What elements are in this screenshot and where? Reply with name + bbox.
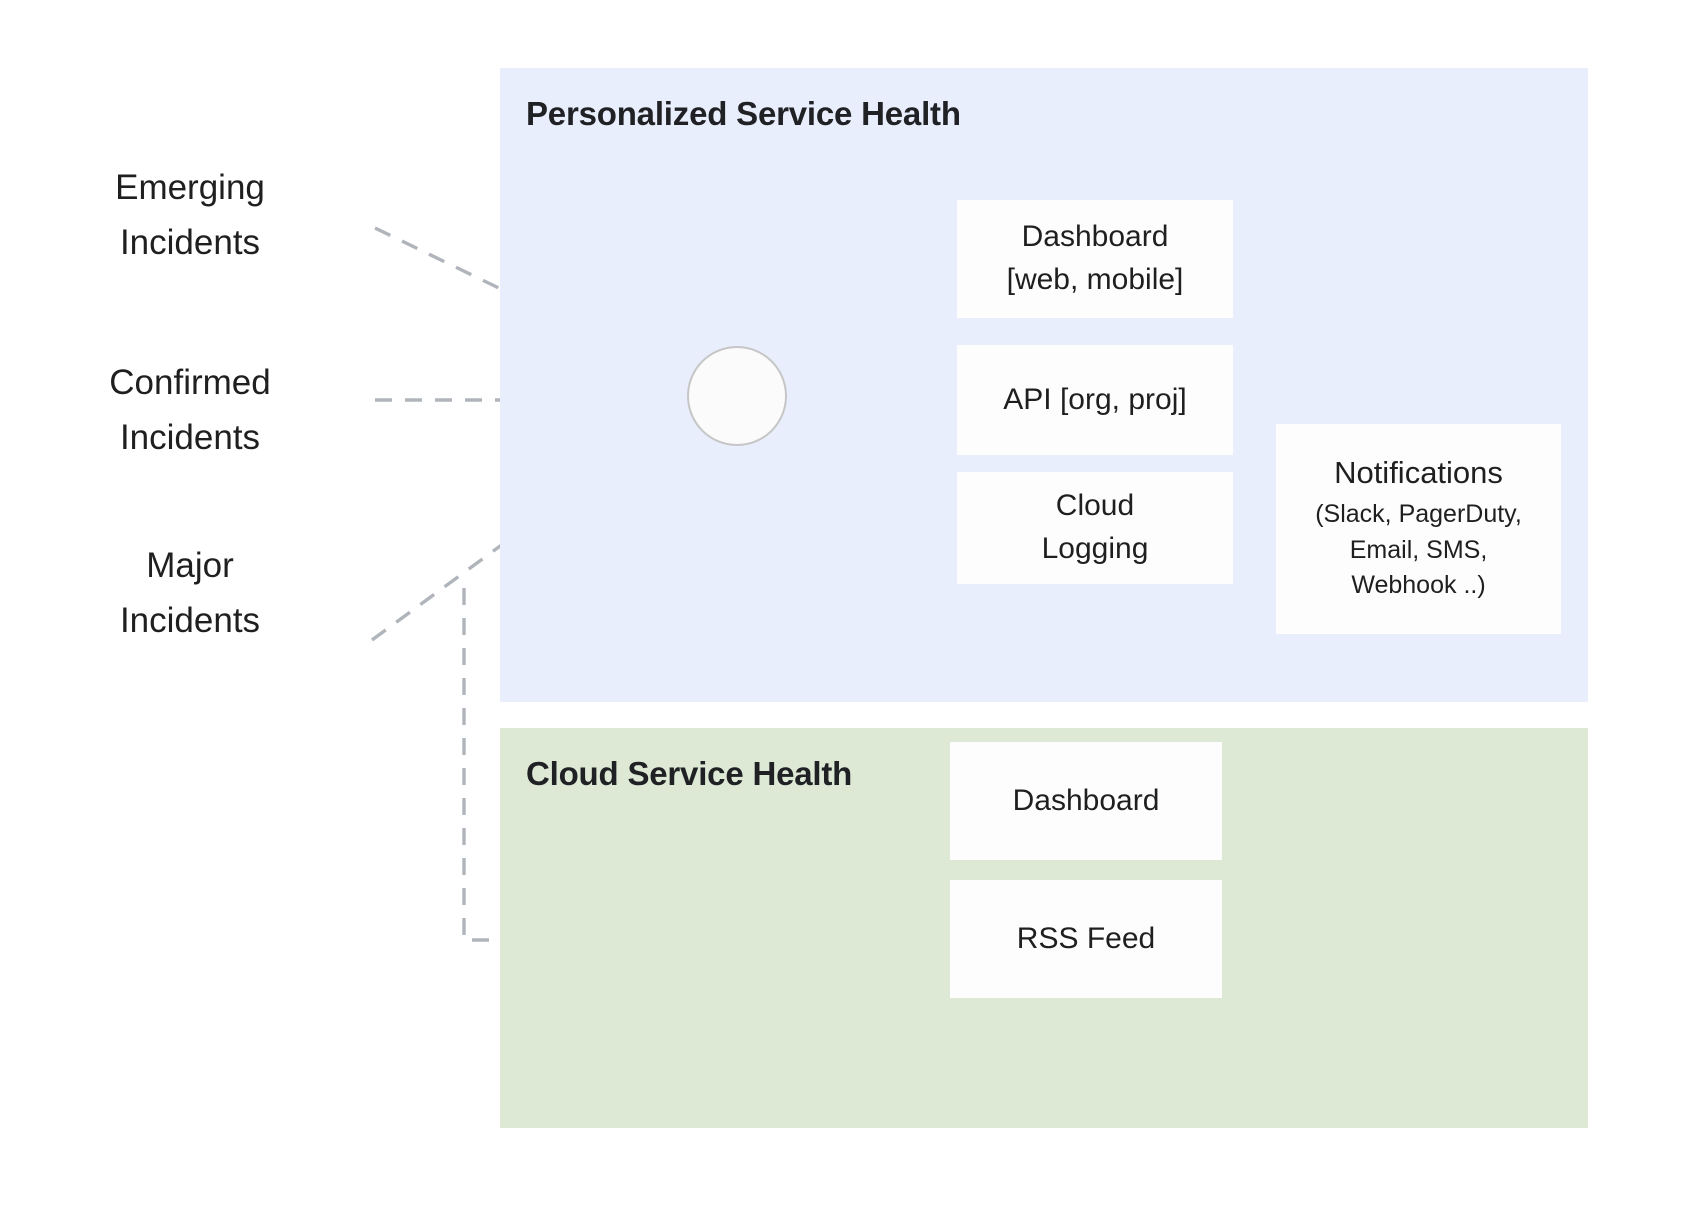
node-csh-rss-feed[interactable]: RSS Feed (950, 880, 1222, 998)
panel-title-cloud-service-health: Cloud Service Health (526, 755, 853, 792)
node-csh-dashboard[interactable]: Dashboard (950, 742, 1222, 860)
aggregation-hub-node[interactable] (687, 346, 787, 446)
source-label-confirmed-incidents: Confirmed Incidents (109, 363, 271, 458)
node-notifications[interactable]: Notifications (Slack, PagerDuty, Email, … (1276, 424, 1561, 634)
source-label-emerging-incidents: Emerging Incidents (115, 168, 265, 263)
node-dashboard-web-mobile[interactable]: Dashboard [web, mobile] (957, 200, 1233, 318)
source-label-major-incidents: Major Incidents (119, 546, 261, 641)
node-notifications-title: Notifications (1334, 455, 1503, 491)
panel-title-personalized-service-health: Personalized Service Health (526, 95, 961, 132)
node-notifications-detail: (Slack, PagerDuty, Email, SMS, Webhook .… (1315, 500, 1522, 600)
node-cloud-logging[interactable]: Cloud Logging (957, 472, 1233, 584)
node-api-org-proj[interactable]: API [org, proj] (957, 345, 1233, 455)
